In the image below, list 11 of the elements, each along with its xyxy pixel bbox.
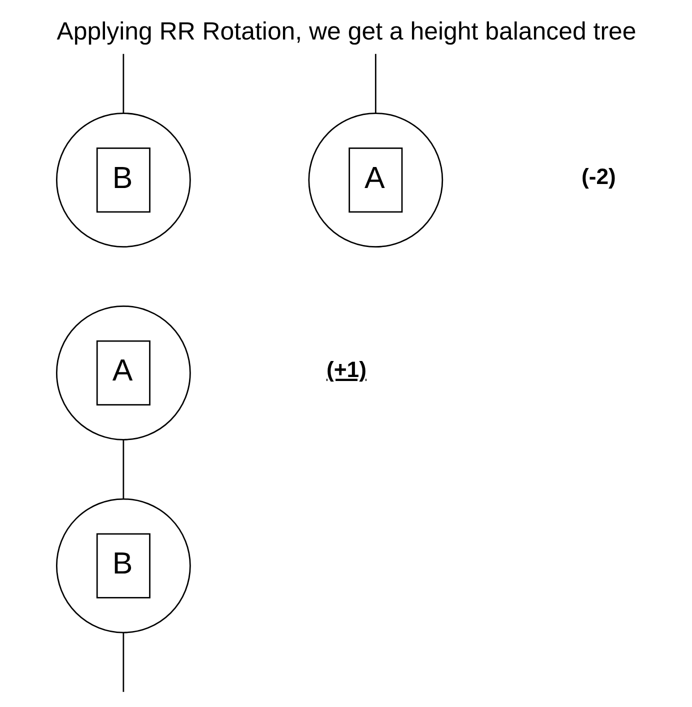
diagram-title: Applying RR Rotation, we get a height balanced tree bbox=[56, 18, 636, 46]
node-circle: B bbox=[55, 498, 190, 634]
connector bbox=[122, 54, 124, 114]
label: (-2) bbox=[580, 164, 616, 189]
connector bbox=[122, 440, 124, 499]
node-circle: B bbox=[55, 112, 190, 248]
node-circle: A bbox=[55, 305, 190, 440]
connector bbox=[374, 54, 376, 114]
connector bbox=[122, 632, 124, 692]
label: (+1) bbox=[326, 356, 366, 382]
node-circle: A bbox=[308, 112, 443, 248]
